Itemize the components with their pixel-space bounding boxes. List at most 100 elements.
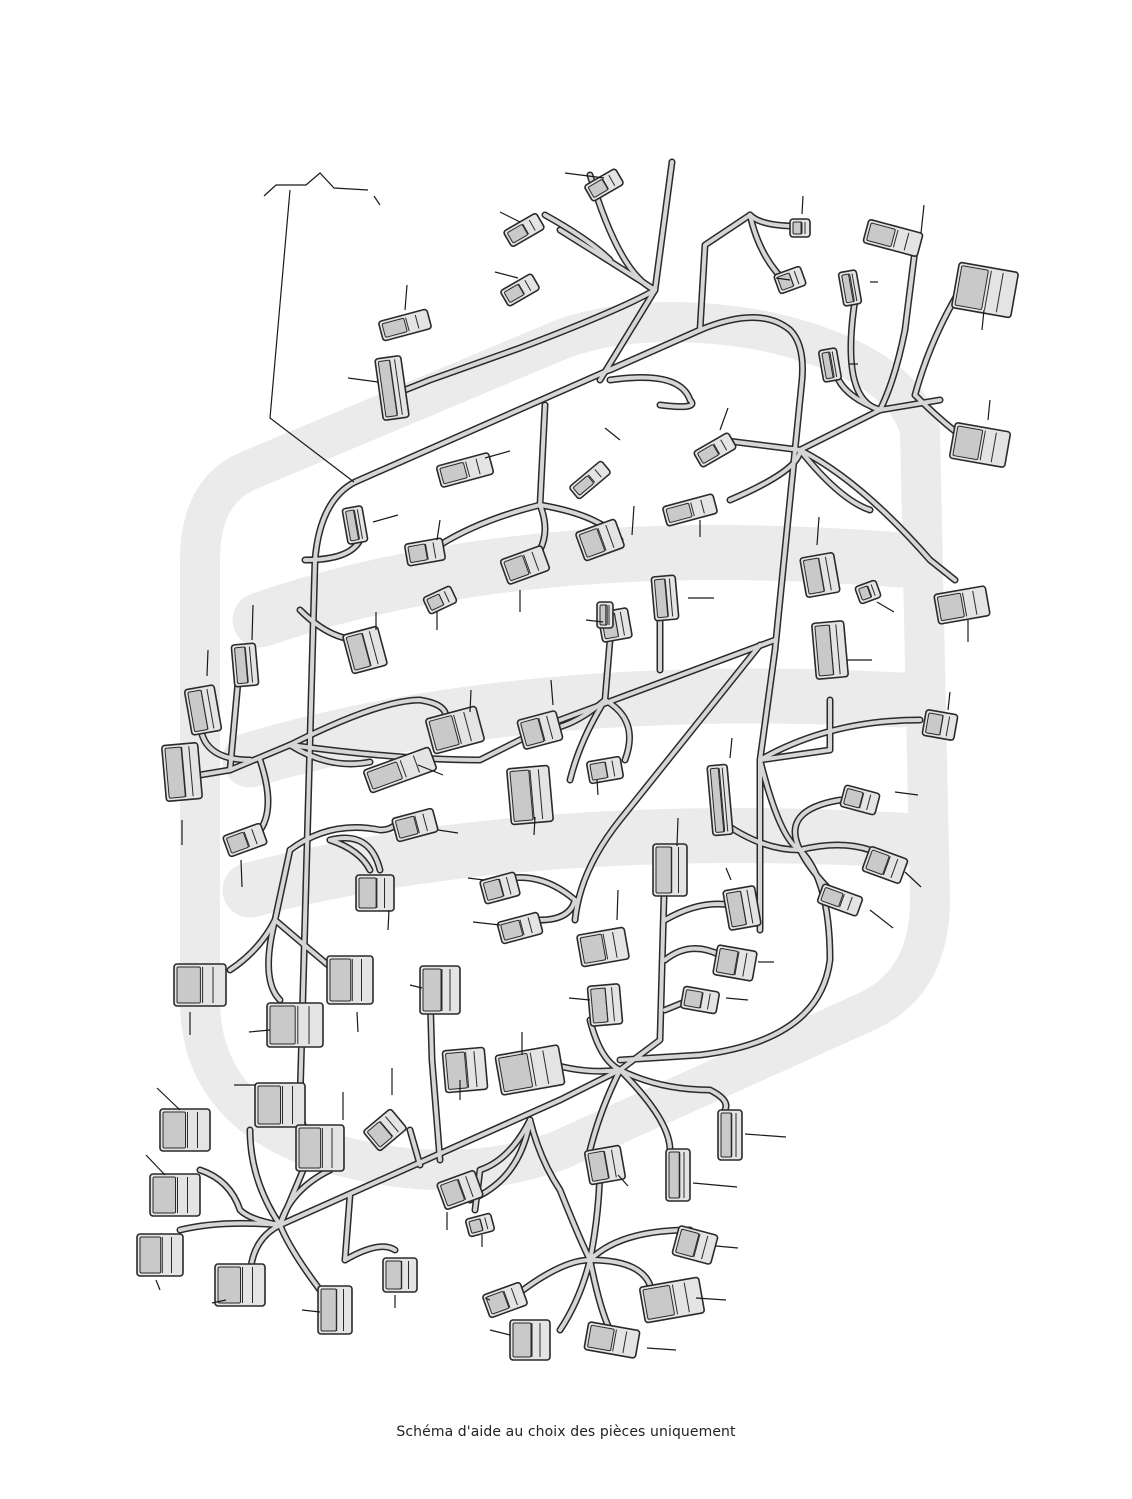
connector-icon [837, 269, 863, 307]
leader-line [775, 277, 791, 281]
harness-wire [248, 1128, 282, 1227]
connector-icon [650, 574, 680, 622]
harness-wire-outline [796, 446, 874, 514]
harness-wire [608, 375, 694, 409]
leader-line [484, 450, 511, 459]
leader-line [347, 377, 379, 383]
connectors-group [136, 168, 1019, 1361]
harness-wire [353, 315, 805, 932]
harness-wire [588, 1258, 612, 1332]
leader-line [904, 871, 922, 888]
connector-icon [482, 1281, 528, 1319]
harness-wire [798, 448, 872, 512]
connector-icon [499, 545, 551, 585]
harness-wire [558, 1068, 622, 1102]
leader-line [604, 427, 621, 441]
harness-wire [568, 698, 607, 782]
connector-icon [680, 985, 720, 1015]
connector-icon [583, 1321, 641, 1359]
leader-line [145, 1154, 166, 1176]
leader-line [947, 691, 951, 711]
connector-icon [500, 273, 540, 307]
connector-icon [586, 755, 624, 785]
leader-line [596, 779, 599, 796]
connector-icon [422, 585, 458, 615]
connector-icon [149, 1173, 201, 1217]
connector-icon [496, 911, 544, 945]
connector-icon [933, 585, 991, 625]
leader-line [676, 817, 679, 847]
leader-line [409, 984, 423, 989]
connector-icon [295, 1124, 345, 1172]
harness-wire [878, 398, 942, 412]
leader-line [533, 816, 536, 836]
harness-wire [758, 718, 922, 762]
leader-line [372, 514, 399, 523]
connector-icon [435, 452, 495, 488]
harness-wire [618, 1068, 728, 1112]
connector-icon [464, 1212, 496, 1238]
bracket-line [263, 172, 381, 483]
harness-wire-outline [606, 374, 696, 411]
connector-icon [639, 1276, 705, 1324]
leader-line [987, 399, 991, 421]
connector-icon [479, 871, 521, 905]
harness-wire [793, 798, 842, 852]
harness-wire [328, 838, 372, 872]
connector-icon [839, 784, 881, 816]
connector-icon [586, 983, 624, 1027]
connector-icon [266, 1002, 324, 1048]
leader-line [616, 889, 619, 921]
leader-line [869, 909, 894, 929]
connector-icon [173, 963, 227, 1007]
connector-icon [341, 505, 369, 545]
harness-wire [266, 918, 282, 1002]
connector-icon [363, 1108, 407, 1152]
harness-wire [538, 898, 577, 922]
leader-line [436, 519, 441, 541]
leader-line [251, 604, 254, 641]
leader-line [692, 1182, 738, 1188]
connector-icon [671, 1225, 719, 1265]
connector-icon [214, 1263, 266, 1307]
connector-icon [862, 219, 924, 257]
connector-icon [342, 625, 388, 675]
leader-line [585, 619, 604, 623]
connector-icon [183, 684, 223, 736]
connector-icon [378, 308, 432, 342]
harness-wire [398, 288, 657, 394]
connector-icon [391, 807, 439, 843]
connector-icon [569, 460, 611, 500]
harness-wire [343, 1244, 397, 1262]
connector-icon [425, 705, 485, 755]
connector-icon [317, 1285, 353, 1335]
leader-line [725, 867, 732, 881]
connector-icon [326, 955, 374, 1005]
leader-line [744, 1133, 787, 1138]
leader-line [469, 689, 472, 713]
harness-wire [538, 403, 547, 507]
connector-icon [363, 746, 437, 794]
harness-wire [758, 698, 832, 762]
leader-line [499, 211, 521, 223]
leader-line [240, 859, 243, 888]
harness-wire [278, 1223, 322, 1292]
leader-line [301, 1309, 321, 1313]
leader-line [568, 997, 591, 1001]
harness-wire [663, 946, 722, 962]
connector-icon [854, 579, 882, 605]
leader-line [646, 1347, 677, 1351]
harness-wire [608, 328, 702, 372]
harness-wire [288, 743, 372, 766]
connector-icon [665, 1148, 691, 1202]
connector-icon [230, 642, 260, 688]
leader-line [472, 921, 501, 926]
harness-wire [618, 758, 832, 1062]
connector-icon [161, 741, 203, 803]
harness-wire [588, 1258, 652, 1287]
connector-icon [509, 1319, 551, 1361]
leader-line [248, 1029, 271, 1033]
connector-icon [584, 168, 624, 202]
